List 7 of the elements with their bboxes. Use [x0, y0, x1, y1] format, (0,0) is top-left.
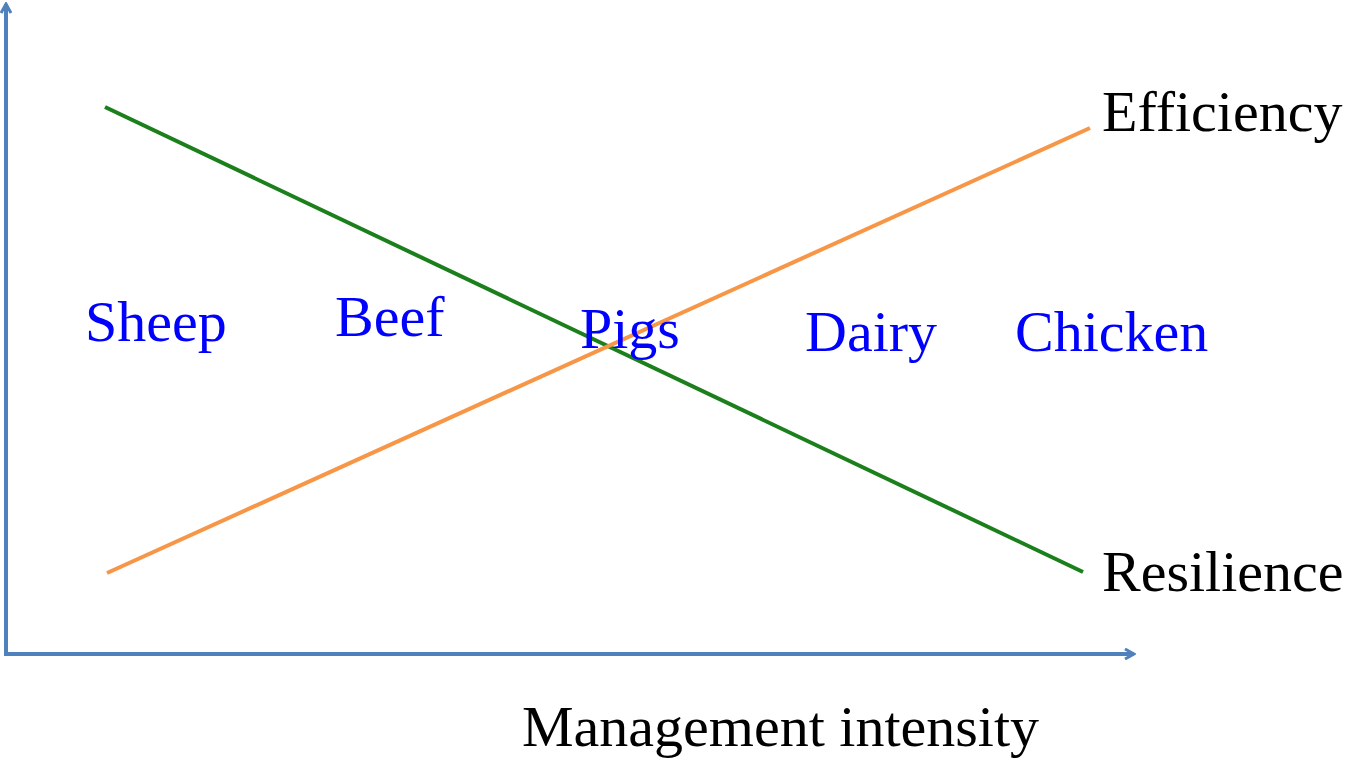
category-label: Dairy — [805, 303, 938, 361]
series-label: Efficiency — [1102, 83, 1343, 141]
category-label: Chicken — [1015, 303, 1209, 361]
category-label: Beef — [335, 288, 445, 346]
axis-title: Management intensity — [522, 698, 1040, 756]
category-label: Sheep — [85, 293, 227, 351]
series-label: Resilience — [1102, 543, 1344, 601]
